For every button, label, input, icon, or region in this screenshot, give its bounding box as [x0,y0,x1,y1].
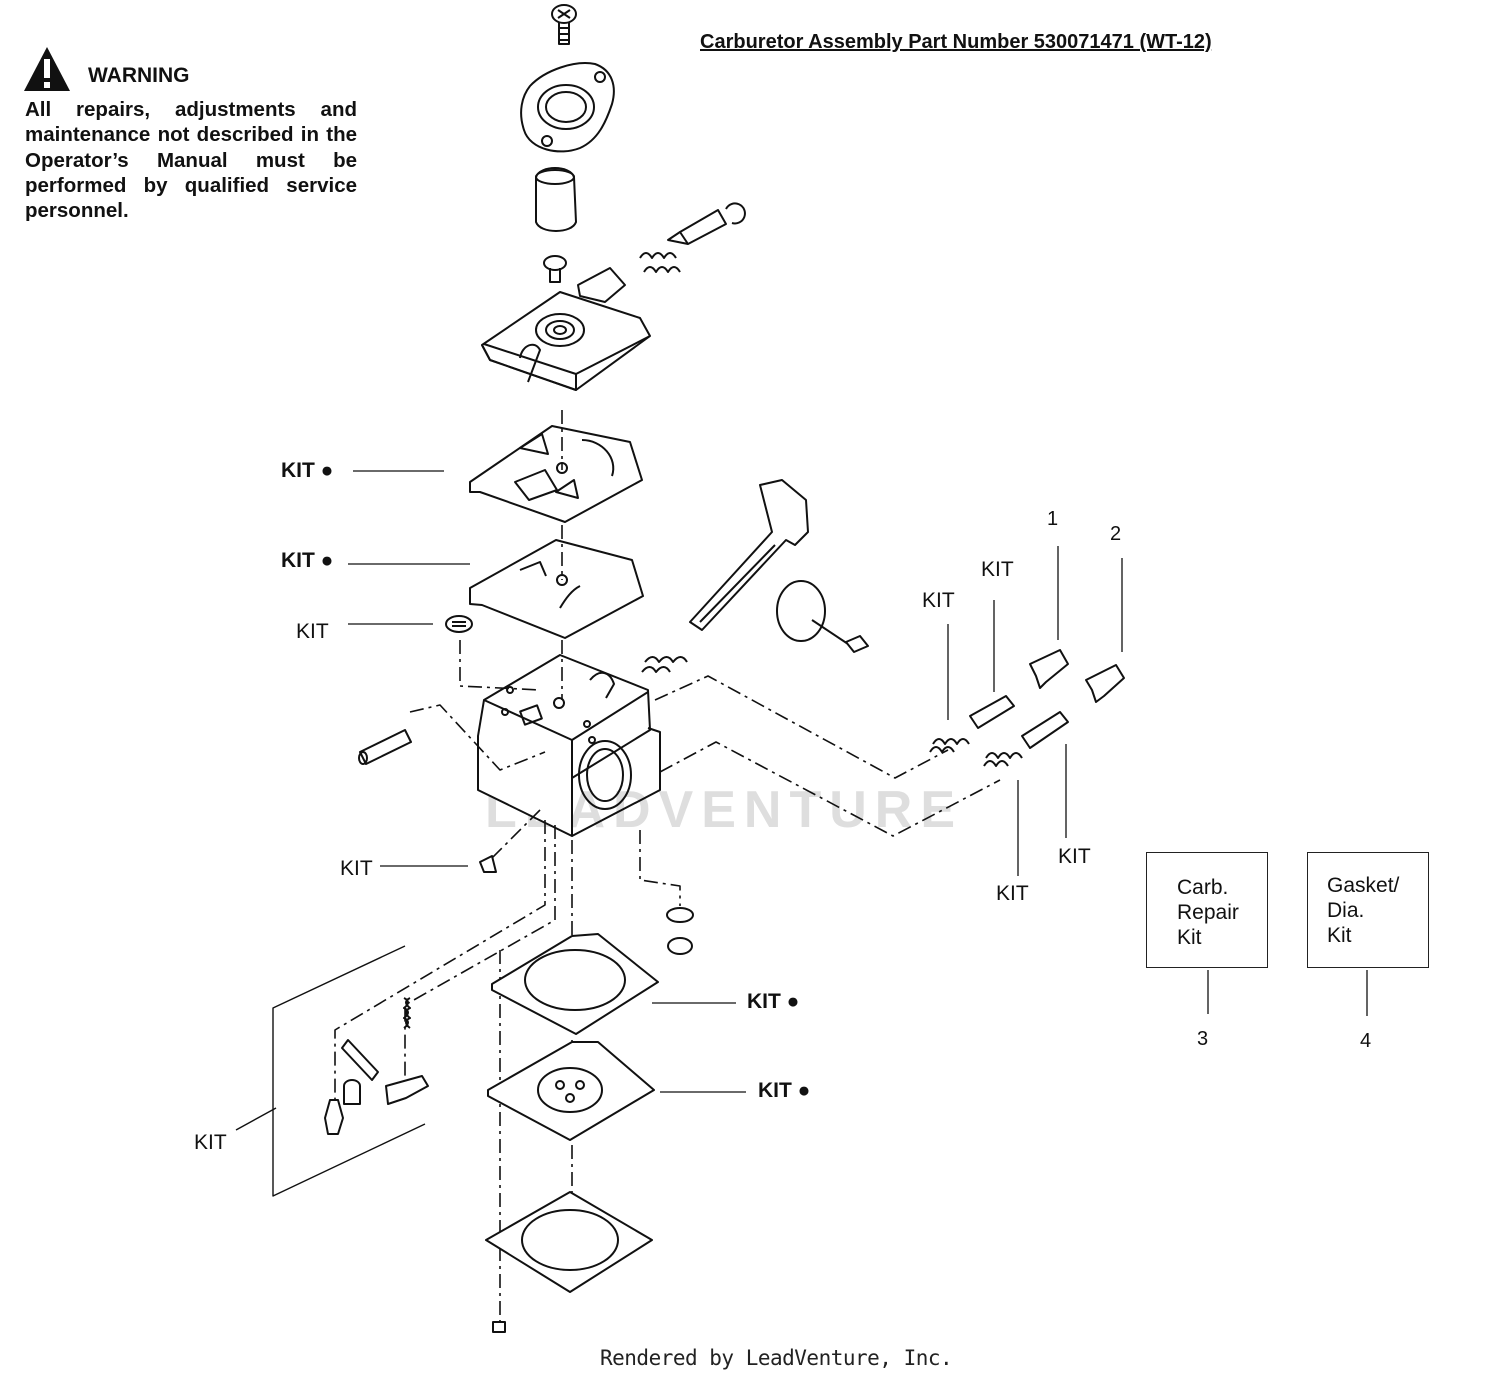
warning-triangle-icon [24,47,70,91]
page-title: Carburetor Assembly Part Number 53007147… [700,31,1212,53]
filter-screen [445,615,473,633]
gasket-3 [491,933,659,1035]
callout-1: 1 [1047,508,1059,530]
needle-spring [639,202,746,273]
warning-text: All repairs, adjustments and maintenance… [25,98,357,223]
kit-label-gasket-3: KIT ● [747,990,800,1013]
gasket-dia-kit-line-2: Dia. [1327,899,1365,922]
kit-label-small-parts: KIT [194,1131,227,1154]
footer-credit: Rendered by LeadVenture, Inc. [600,1346,953,1370]
warning-heading: WARNING [88,64,190,87]
small-screw [543,255,567,283]
diaphragm-1 [469,539,644,639]
leader-lines [348,470,1368,1093]
gasket-dia-kit-line-3: Kit [1327,924,1352,947]
gasket-dia-kit-line-1: Gasket/ [1327,874,1400,897]
small-parts [324,997,429,1135]
sleeve [535,167,577,232]
kit-bracket [235,945,426,1197]
carb-repair-kit-line-3: Kit [1177,926,1202,949]
kit-label-idle-spring: KIT [922,589,955,612]
top-screw [551,4,577,45]
limiter-cap-2 [1085,664,1125,703]
idle-needle [929,695,1015,753]
bottom-cover [485,1191,653,1293]
limiter-cap-1 [1029,649,1069,689]
check-valve [479,855,497,873]
main-needle [983,711,1069,767]
callout-4: 4 [1360,1030,1372,1052]
kit-label-check-valve: KIT [340,857,373,880]
callout-3: 3 [1197,1028,1209,1050]
top-cover [481,267,651,391]
kit-label-idle-needle: KIT [981,558,1014,581]
center-lines [334,410,1001,1330]
diaphragm-2 [487,1041,655,1141]
callout-2: 2 [1110,523,1122,545]
screen-and-cap [666,907,694,955]
carb-repair-kit-line-1: Carb. [1177,876,1229,899]
bottom-screw [492,1321,506,1333]
carb-repair-kit-line-2: Repair [1177,901,1239,924]
kit-label-diaphragm-2: KIT ● [758,1079,811,1102]
throttle-spring [641,656,688,673]
gasket-dia-kit-box: Gasket/ Dia. Kit [1307,852,1429,968]
kit-label-filter-screen: KIT [296,620,329,643]
throttle-shaft [689,479,869,653]
pin [358,729,412,765]
kit-label-gasket-1: KIT ● [281,459,334,482]
carb-repair-kit-box: Carb. Repair Kit [1146,852,1268,968]
kit-label-main-spring: KIT [996,882,1029,905]
flange-gasket [520,62,615,153]
carb-body [477,654,661,837]
kit-label-main-needle: KIT [1058,845,1091,868]
gasket-1 [469,425,643,523]
kit-label-diaphragm-1: KIT ● [281,549,334,572]
